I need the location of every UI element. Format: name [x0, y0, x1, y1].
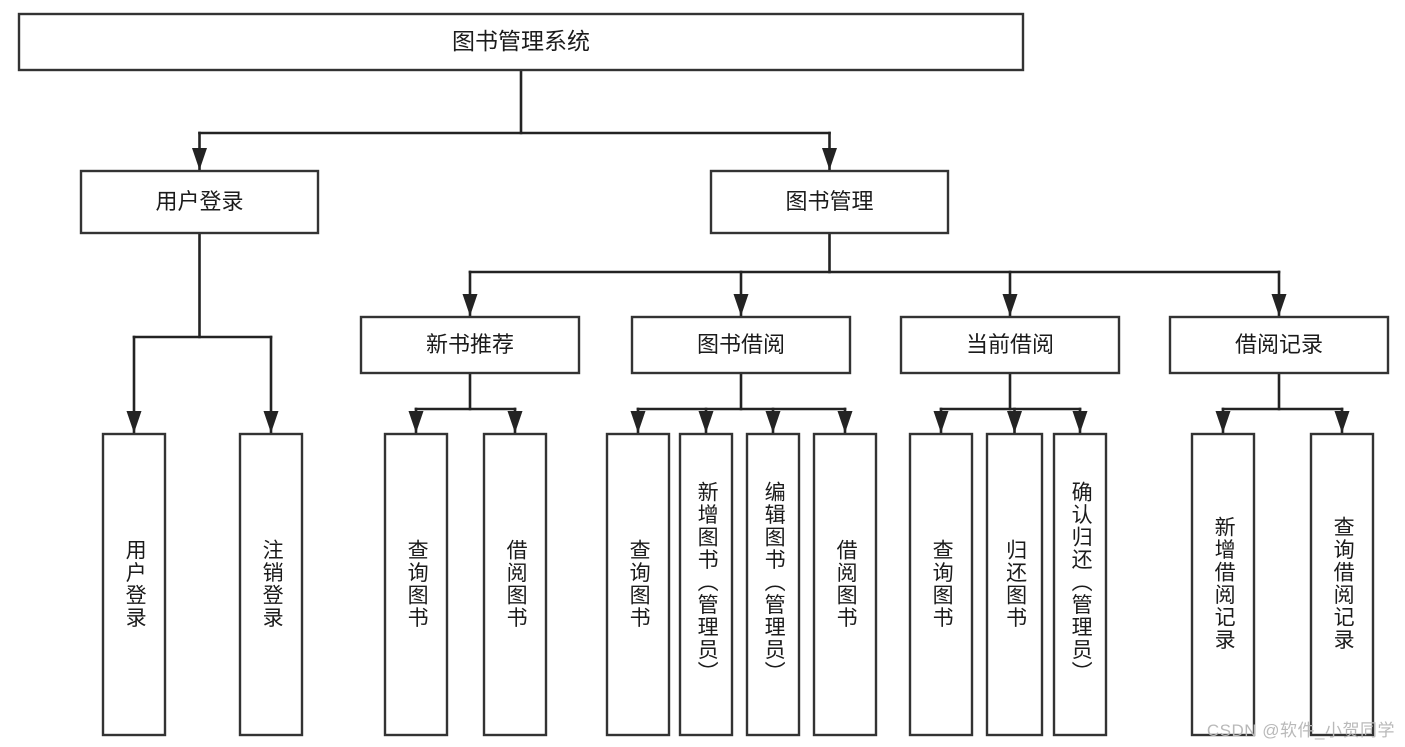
node-label-new-book-rec: 新书推荐	[426, 332, 514, 357]
arrow-head-icon-borrow-record	[1271, 294, 1287, 316]
arrow-head-icon-leaf-query-borrow-record	[1334, 411, 1350, 433]
node-box-leaf-logout-login[interactable]	[238, 432, 304, 737]
arrow-head-icon-leaf-edit-book-admin	[765, 411, 781, 433]
arrow-head-icon-leaf-add-borrow-record	[1215, 411, 1231, 433]
node-box-book-manage[interactable]	[709, 169, 950, 235]
node-label-root: 图书管理系统	[452, 28, 590, 54]
node-label-borrow-record: 借阅记录	[1235, 332, 1323, 357]
node-box-leaf-return-book[interactable]	[985, 432, 1044, 737]
node-box-leaf-add-borrow-record[interactable]	[1190, 432, 1256, 737]
node-box-leaf-user-login[interactable]	[101, 432, 167, 737]
node-box-current-borrow[interactable]	[899, 315, 1121, 375]
arrow-head-icon-leaf-add-book-admin	[698, 411, 714, 433]
node-box-user-login[interactable]	[79, 169, 320, 235]
node-box-borrow-record[interactable]	[1168, 315, 1390, 375]
node-box-leaf-query-book-bor[interactable]	[605, 432, 671, 737]
node-box-leaf-query-book-rec[interactable]	[383, 432, 449, 737]
arrow-head-icon-leaf-user-login	[126, 411, 142, 433]
arrow-head-icon-leaf-query-book-bor	[630, 411, 646, 433]
node-box-leaf-borrow-book-bor[interactable]	[812, 432, 878, 737]
connector-layer	[126, 68, 1350, 434]
node-label-book-manage: 图书管理	[785, 189, 873, 214]
node-label-user-login: 用户登录	[155, 189, 243, 214]
node-box-root[interactable]	[17, 12, 1025, 72]
arrow-head-icon-book-manage	[822, 148, 837, 170]
arrow-head-icon-leaf-return-book	[1007, 411, 1022, 433]
node-box-leaf-add-book-admin[interactable]	[678, 432, 734, 737]
box-layer	[17, 12, 1390, 737]
arrow-head-icon-leaf-confirm-return-admin	[1072, 411, 1088, 433]
node-box-book-borrow[interactable]	[630, 315, 852, 375]
node-box-new-book-rec[interactable]	[359, 315, 581, 375]
arrow-head-icon-leaf-logout-login	[263, 411, 279, 433]
node-box-leaf-edit-book-admin[interactable]	[745, 432, 801, 737]
csdn-watermark: CSDN @软件_小贺同学	[1206, 721, 1395, 740]
node-box-leaf-query-borrow-record[interactable]	[1309, 432, 1375, 737]
node-box-leaf-borrow-book-rec[interactable]	[482, 432, 548, 737]
arrow-head-icon-user-login	[192, 148, 207, 170]
arrow-head-icon-leaf-query-book-rec	[408, 411, 424, 433]
arrow-head-icon-leaf-query-book-cur	[933, 411, 949, 433]
node-box-leaf-query-book-cur[interactable]	[908, 432, 974, 737]
arrow-head-icon-new-book-rec	[462, 294, 478, 316]
arrow-head-icon-leaf-borrow-book-bor	[837, 411, 853, 433]
node-label-book-borrow: 图书借阅	[697, 332, 785, 357]
node-label-current-borrow: 当前借阅	[966, 332, 1054, 357]
arrow-head-icon-current-borrow	[1002, 294, 1018, 316]
arrow-head-icon-book-borrow	[733, 294, 749, 316]
node-box-leaf-confirm-return-admin[interactable]	[1052, 432, 1108, 737]
arrow-head-icon-leaf-borrow-book-rec	[507, 411, 523, 433]
